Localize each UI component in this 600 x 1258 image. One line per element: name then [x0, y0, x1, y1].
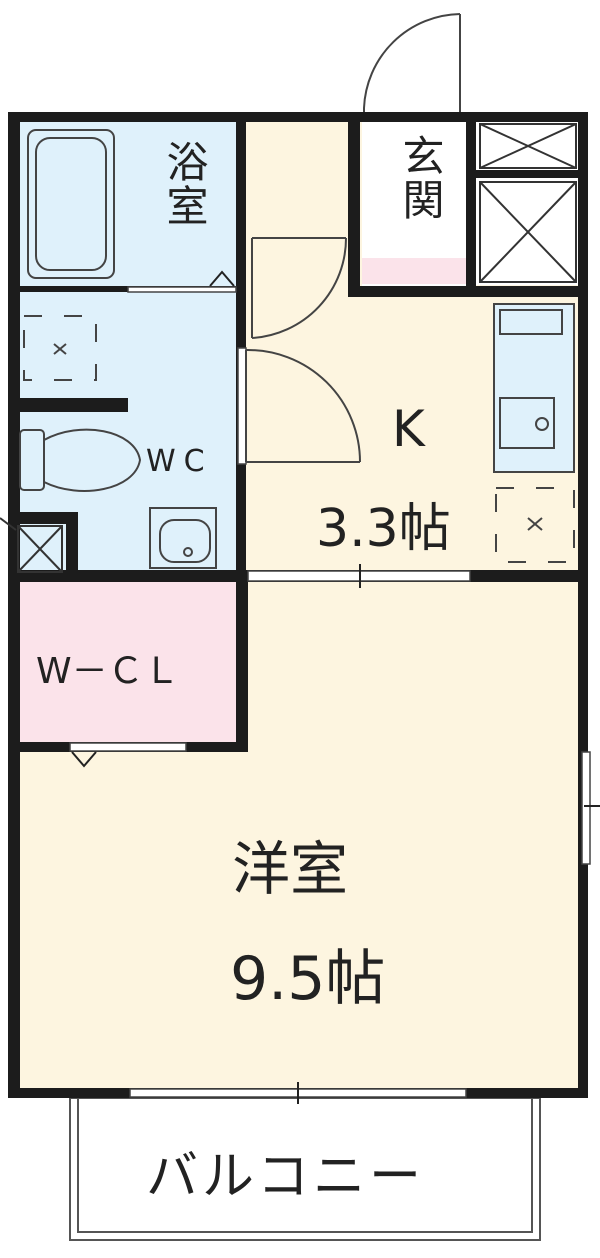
bath-floor [18, 120, 240, 290]
bath-label: 浴室 [160, 140, 209, 228]
entrance-mat [362, 258, 467, 284]
toilet-floor [18, 290, 240, 575]
entrance-label: 玄関 [396, 134, 445, 222]
sliding-door-ticks [71, 270, 600, 1104]
closet-floor [18, 582, 242, 742]
entrance-door [363, 13, 461, 120]
kitchen-size-label: 3.3帖 [316, 499, 451, 559]
storage-cross-icon [0, 123, 577, 573]
interior-doors [245, 237, 361, 463]
balcony-label: バルコニー [146, 1147, 425, 1207]
kitchen-name-label: K [392, 400, 425, 458]
closet-label: W－ＣＬ [36, 651, 180, 692]
bathtub-icon [27, 129, 115, 279]
western-room-name-label: 洋室 [232, 835, 349, 903]
wash-basin-icon [149, 507, 217, 569]
toilet-icon [19, 428, 142, 492]
kitchen-sink-icon [493, 303, 575, 473]
western-room-size-label: 9.5帖 [230, 944, 386, 1014]
vent-fan-icon [23, 315, 575, 563]
toilet-label: WC [146, 444, 213, 479]
